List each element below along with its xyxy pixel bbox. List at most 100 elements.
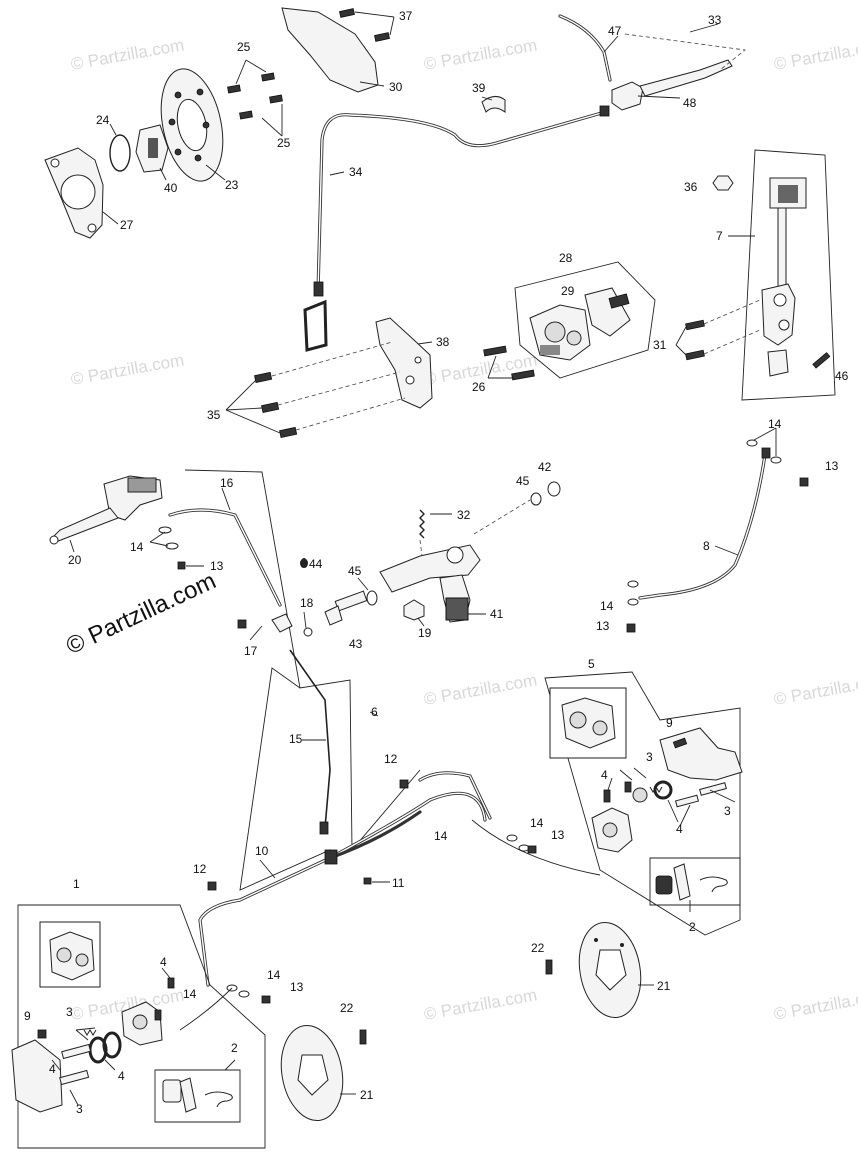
pedal-washers (473, 481, 561, 535)
callout-16: 16 (220, 476, 234, 490)
callout-46: 46 (835, 369, 849, 383)
brake-pedal-assembly (379, 544, 486, 623)
callout-14: 14 (267, 968, 281, 982)
callout-25: 25 (277, 136, 291, 150)
callout-45: 45 (348, 564, 362, 578)
front-left-disc (280, 1024, 367, 1122)
callout-48: 48 (683, 96, 697, 110)
front-brake-hose-upper (168, 469, 421, 852)
callout-12: 12 (384, 752, 398, 766)
callout-9: 9 (24, 1009, 31, 1023)
guard-bolts (339, 8, 395, 42)
callout-39: 39 (472, 81, 486, 95)
callout-38: 38 (436, 335, 450, 349)
callout-4: 4 (160, 955, 167, 969)
callout-8: 8 (703, 539, 710, 553)
callout-4: 4 (49, 1062, 56, 1076)
front-right-caliper-inset (561, 697, 616, 749)
callout-10: 10 (255, 844, 269, 858)
hose-fittings (226, 834, 537, 1004)
callout-32: 32 (457, 508, 471, 522)
rear-brake-disc (160, 68, 226, 182)
reservoir-cap-nut (712, 175, 734, 191)
front-right-disc (545, 921, 654, 1019)
front-banjo-fittings (149, 526, 204, 570)
callout-19: 19 (418, 626, 432, 640)
front-left-pads (162, 1059, 236, 1113)
callout-5: 5 (588, 657, 595, 671)
callout-33: 33 (708, 13, 722, 27)
callout-4: 4 (676, 822, 683, 836)
callout-13: 13 (210, 559, 224, 573)
callout-43: 43 (349, 637, 363, 651)
callout-29: 29 (561, 284, 575, 298)
rear-brake-hose (626, 427, 809, 633)
callout-18: 18 (300, 596, 314, 610)
disc-bolts (227, 59, 283, 137)
callout-15: 15 (289, 732, 303, 746)
callout-44: 44 (309, 557, 323, 571)
callout-22: 22 (531, 941, 545, 955)
callout-21: 21 (360, 1088, 374, 1102)
callout-14: 14 (530, 816, 544, 830)
callout-9: 9 (666, 716, 673, 730)
watermark: © Partzilla.com (772, 35, 858, 74)
brake-lever-assembly (558, 14, 746, 111)
main-hose-assembly (179, 667, 601, 1031)
callout-30: 30 (389, 80, 403, 94)
front-master-cylinder (49, 475, 163, 553)
callout-41: 41 (490, 607, 504, 621)
cable-clamp (481, 96, 506, 113)
callout-13: 13 (551, 828, 565, 842)
callout-13: 13 (596, 619, 610, 633)
callout-34: 34 (349, 165, 363, 179)
master-cylinder-bolts (675, 299, 831, 369)
callout-14: 14 (434, 829, 448, 843)
cable-bracket (375, 317, 433, 409)
callout-labels: 1 2 2 3 3 3 3 4 4 4 4 4 5 6 7 8 9 9 10 1… (24, 9, 849, 1116)
callout-24: 24 (96, 113, 110, 127)
callout-31: 31 (653, 338, 667, 352)
callout-6: 6 (371, 705, 378, 719)
callout-26: 26 (472, 380, 486, 394)
callout-4: 4 (601, 768, 608, 782)
brake-pads (584, 287, 631, 337)
front-left-caliper (11, 967, 175, 1113)
pedal-pivot-bolt (300, 558, 378, 626)
callout-14: 14 (600, 599, 614, 613)
o-ring (109, 123, 131, 172)
callout-2: 2 (689, 920, 696, 934)
callout-45: 45 (516, 474, 530, 488)
callout-47: 47 (608, 24, 622, 38)
callout-23: 23 (225, 178, 239, 192)
callout-3: 3 (646, 750, 653, 764)
callout-14: 14 (183, 987, 197, 1001)
watermark: © Partzilla.com (422, 985, 538, 1024)
callout-13: 13 (825, 459, 839, 473)
brake-pipe-15 (289, 649, 331, 835)
callout-2: 2 (231, 1041, 238, 1055)
callout-42: 42 (538, 460, 552, 474)
master-cylinder-frame (728, 149, 836, 401)
callout-27: 27 (120, 218, 134, 232)
watermark: © Partzilla.com (422, 670, 538, 709)
callout-20: 20 (68, 553, 82, 567)
watermark: © Partzilla.com (422, 35, 538, 74)
callout-14: 14 (768, 417, 782, 431)
callout-3: 3 (724, 804, 731, 818)
callout-36: 36 (684, 180, 698, 194)
rear-caliper-kit-frame (514, 261, 656, 379)
disc-hub (135, 124, 169, 181)
callout-11: 11 (392, 876, 405, 890)
watermark: © Partzilla.com (69, 35, 185, 74)
caliper-bolts (483, 345, 535, 381)
callout-40: 40 (164, 181, 178, 195)
rear-caliper-bracket (44, 147, 119, 239)
watermark: © Partzilla.com (772, 985, 858, 1024)
callout-35: 35 (207, 408, 221, 422)
watermark: © Partzilla.com (772, 670, 858, 709)
callout-7: 7 (716, 229, 723, 243)
callout-3: 3 (76, 1102, 83, 1116)
callout-12: 12 (193, 862, 207, 876)
